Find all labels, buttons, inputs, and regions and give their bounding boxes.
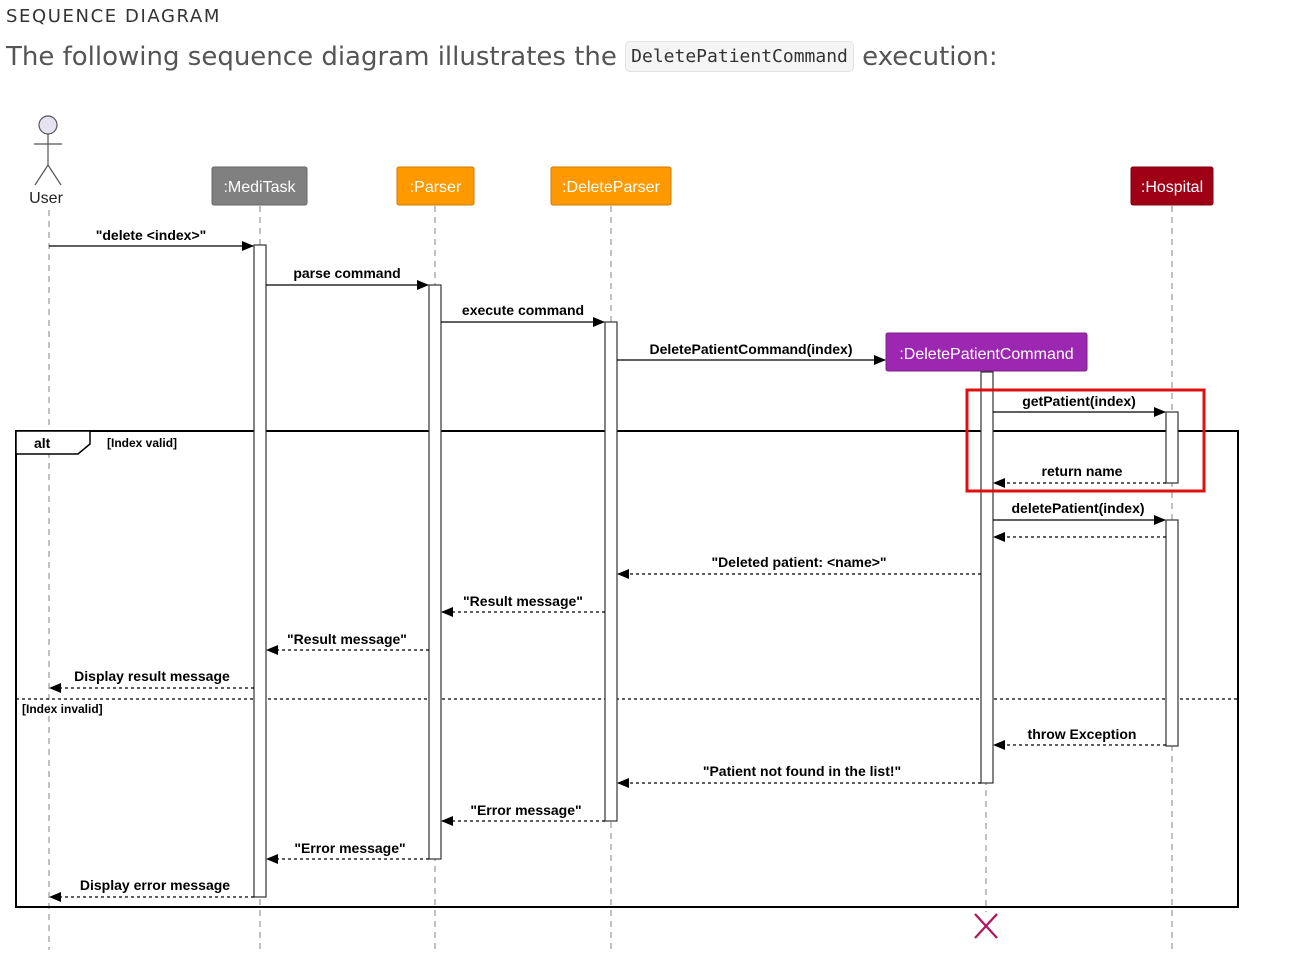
activation-hospital-delete bbox=[1165, 519, 1179, 747]
participant-hospital: :Hospital bbox=[1130, 166, 1214, 206]
user-actor-icon bbox=[34, 115, 62, 186]
intro-text: The following sequence diagram illustrat… bbox=[6, 41, 998, 72]
message-label-5: getPatient(index) bbox=[1022, 393, 1136, 409]
activation-deletepatientcommand bbox=[980, 371, 994, 784]
message-label-4: DeletePatientCommand(index) bbox=[649, 341, 852, 357]
participant-deletepatientcommand-label: :DeletePatientCommand bbox=[899, 346, 1073, 363]
intro-code: DeletePatientCommand bbox=[625, 41, 854, 72]
activation-deleteparser bbox=[604, 321, 618, 822]
participant-parser-label: :Parser bbox=[410, 179, 462, 196]
message-label-3: execute command bbox=[462, 302, 584, 318]
participant-parser: :Parser bbox=[396, 166, 475, 206]
message-label-10: "Result message" bbox=[287, 631, 407, 647]
message-label-12: throw Exception bbox=[1028, 726, 1137, 742]
alt-fragment: alt [Index valid] [Index invalid] bbox=[15, 430, 1239, 908]
alt-operator-label: alt bbox=[34, 435, 51, 451]
user-label: User bbox=[29, 190, 63, 207]
activation-parser bbox=[428, 284, 442, 860]
participant-meditask-label: :MediTask bbox=[223, 179, 296, 196]
message-label-1: "delete <index>" bbox=[96, 227, 207, 243]
message-label-14: "Error message" bbox=[470, 802, 581, 818]
alt-guard-invalid: [Index invalid] bbox=[22, 702, 103, 716]
participant-deleteparser: :DeleteParser bbox=[550, 166, 672, 206]
message-label-16: Display error message bbox=[80, 877, 230, 893]
message-label-7: deletePatient(index) bbox=[1011, 500, 1144, 516]
participant-deleteparser-label: :DeleteParser bbox=[562, 179, 660, 196]
message-label-9: "Result message" bbox=[463, 593, 583, 609]
participant-hospital-label: :Hospital bbox=[1141, 179, 1203, 196]
highlight-box bbox=[965, 388, 1206, 493]
participant-deletepatientcommand: :DeletePatientCommand bbox=[885, 332, 1088, 372]
intro-after: execution: bbox=[862, 42, 998, 72]
message-label-11: Display result message bbox=[74, 668, 230, 684]
participant-meditask: :MediTask bbox=[211, 166, 308, 206]
message-label-8: "Deleted patient: <name>" bbox=[711, 554, 886, 570]
activation-meditask bbox=[253, 244, 267, 898]
section-heading: SEQUENCE DIAGRAM bbox=[6, 6, 221, 27]
destroy-x-icon bbox=[974, 913, 998, 939]
message-label-2: parse command bbox=[293, 265, 400, 281]
message-label-13: "Patient not found in the list!" bbox=[703, 763, 901, 779]
message-label-6: return name bbox=[1042, 463, 1123, 479]
alt-guard-valid: [Index valid] bbox=[107, 436, 177, 450]
intro-before: The following sequence diagram illustrat… bbox=[6, 42, 617, 72]
activation-hospital-get bbox=[1165, 411, 1179, 484]
message-label-15: "Error message" bbox=[294, 840, 405, 856]
